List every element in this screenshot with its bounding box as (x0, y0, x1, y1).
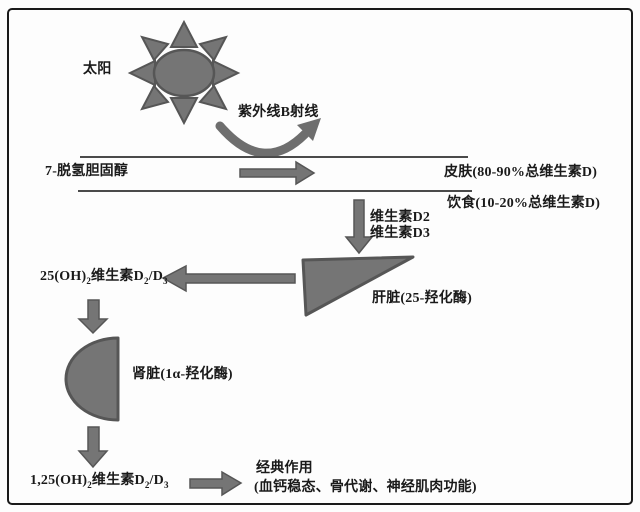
liver-triangle-icon (301, 255, 415, 317)
metabolite-25oh-part: 维生素D (91, 269, 144, 284)
metabolite-125oh-part: 1,25(OH) (30, 473, 88, 488)
metabolite-125oh-sub: 2 (144, 479, 150, 490)
classic-action-detail: (血钙稳态、骨代谢、神经肌肉功能) (254, 480, 477, 495)
skin-conversion-right-arrow-icon (239, 160, 316, 186)
metabolite-125oh-part: 维生素D (91, 473, 145, 488)
kidney-half-circle-icon (64, 336, 120, 422)
metabolite-125oh-label: 1,25(OH)2维生素D2/D3 (30, 473, 169, 489)
metabolite-25oh-sub: 3 (163, 275, 168, 286)
from-kidney-down-arrow-icon (77, 426, 109, 469)
sun-label: 太阳 (83, 62, 112, 77)
precursor-label: 7-脱氢胆固醇 (45, 164, 129, 179)
liver-label: 肝脏(25-羟化酶) (372, 291, 472, 306)
kidney-label: 肾脏(1α-羟化酶) (132, 367, 233, 382)
diet-label: 饮食(10-20%总维生素D) (447, 196, 601, 211)
sun-icon (127, 19, 241, 126)
to-kidney-down-arrow-icon (77, 299, 109, 335)
metabolite-25oh-sub: 2 (143, 275, 149, 286)
metabolite-25oh-part: 25(OH) (40, 269, 87, 284)
metabolite-125oh-sub: 2 (87, 479, 92, 490)
liver-output-left-arrow-icon (161, 264, 296, 293)
metabolite-125oh-sub: 3 (163, 479, 169, 490)
vitamin-d-down-arrow-icon (344, 199, 374, 255)
metabolite-25oh-part: /D (148, 269, 164, 284)
metabolite-125oh-part: /D (149, 473, 164, 488)
classic-action-right-arrow-icon (189, 470, 243, 497)
uvb-rays-label: 紫外线B射线 (238, 105, 319, 120)
vitamin-d2-label: 维生素D2 (370, 210, 431, 225)
skin-label: 皮肤(80-90%总维生素D) (444, 165, 598, 180)
classic-action-title: 经典作用 (256, 461, 313, 476)
metabolite-25oh-sub: 2 (86, 275, 92, 286)
uvb-curved-arrow-icon (215, 118, 321, 158)
metabolite-25oh-label: 25(OH)2维生素D2/D3 (40, 269, 168, 285)
vitamin-d3-label: 维生素D3 (370, 226, 431, 241)
